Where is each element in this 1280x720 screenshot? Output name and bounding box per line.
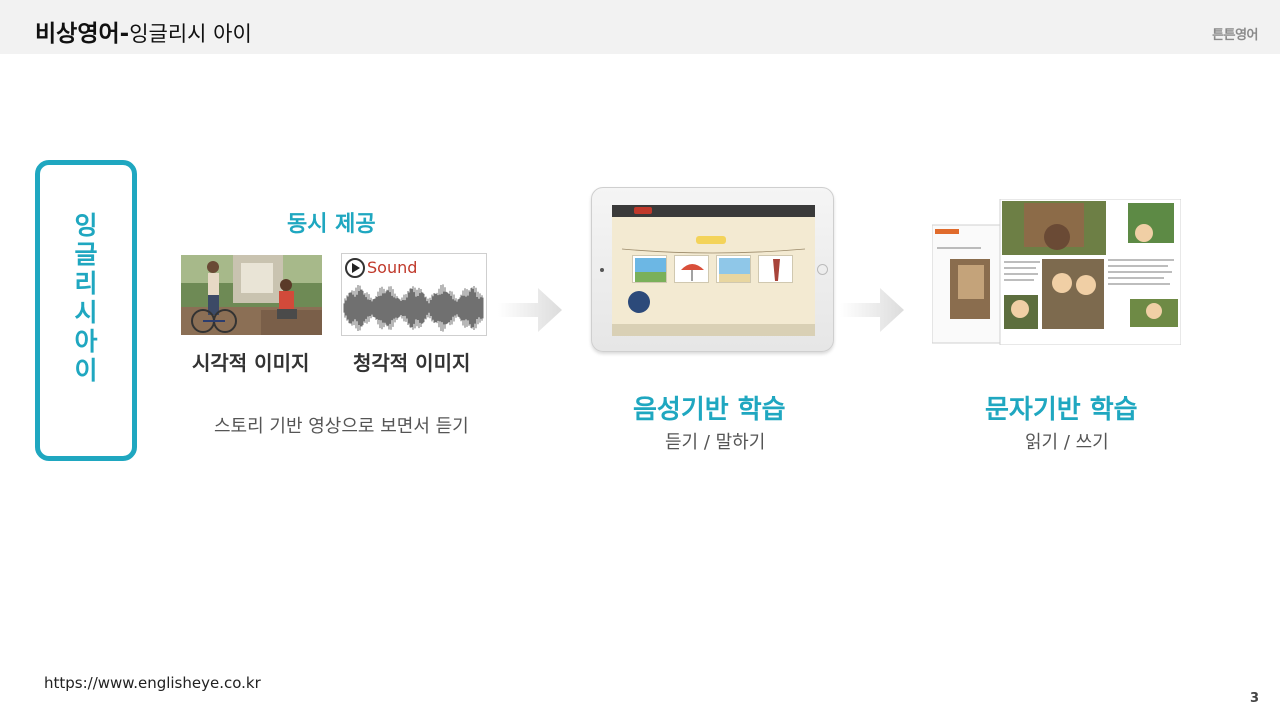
- visual-image-label: 시각적 이미지: [192, 347, 309, 376]
- side-label-text: 잉 글 리 시 아 이: [40, 211, 132, 385]
- side-label-char: 잉: [40, 211, 132, 240]
- title-separator: -: [120, 21, 130, 47]
- arrow-right-icon: [840, 286, 906, 334]
- arrow-right-icon: [498, 286, 564, 334]
- tablet-camera: [600, 268, 604, 272]
- audio-learning-subtitle: 듣기 / 말하기: [665, 428, 765, 454]
- page-title: 비상영어-잉글리시 아이: [35, 14, 252, 48]
- title-product: 잉글리시 아이: [129, 22, 252, 46]
- audio-learning-title: 음성기반 학습: [633, 389, 786, 426]
- tablet-app-screenshot: [591, 187, 834, 352]
- audio-image-label: 청각적 이미지: [353, 347, 470, 376]
- play-icon: [345, 258, 365, 278]
- tablet-home-button: [817, 264, 828, 275]
- side-label-char: 아: [40, 327, 132, 356]
- company-logo: 튼튼영어: [1212, 24, 1258, 43]
- website-url: https://www.englisheye.co.kr: [44, 674, 261, 692]
- side-label-char: 리: [40, 269, 132, 298]
- side-label-char: 시: [40, 298, 132, 327]
- sound-waveform-card: Sound: [341, 253, 487, 336]
- waveform-graphic: [342, 282, 486, 334]
- side-label-box: 잉 글 리 시 아 이: [35, 160, 137, 461]
- tablet-screen: [612, 205, 815, 336]
- header-bar: 비상영어-잉글리시 아이 튼튼영어: [0, 0, 1280, 54]
- page-number: 3: [1250, 691, 1259, 706]
- simultaneous-heading: 동시 제공: [287, 206, 376, 238]
- side-label-char: 이: [40, 356, 132, 385]
- story-caption: 스토리 기반 영상으로 보면서 듣기: [214, 412, 469, 438]
- sound-label: Sound: [367, 258, 417, 277]
- robot-mascot: [628, 291, 650, 313]
- title-brand: 비상영어: [35, 21, 120, 47]
- side-label-char: 글: [40, 240, 132, 269]
- story-video-photo: [181, 255, 322, 335]
- text-learning-subtitle: 읽기 / 쓰기: [1025, 428, 1109, 454]
- storybook-pages-image: [932, 199, 1181, 345]
- text-learning-title: 문자기반 학습: [985, 389, 1138, 426]
